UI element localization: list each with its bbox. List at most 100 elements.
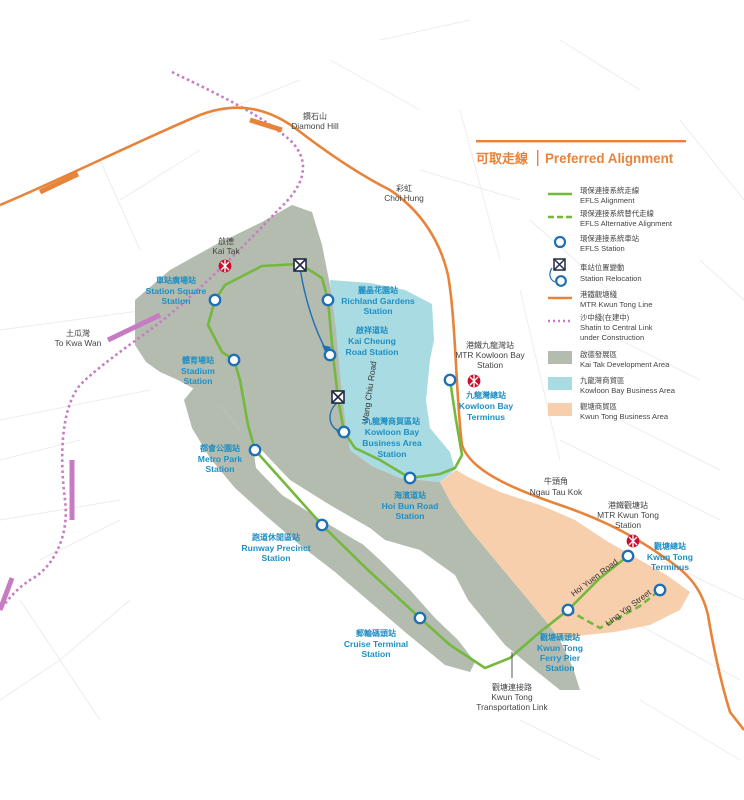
kb-business-label-en1: Kowloon Bay <box>365 427 420 437</box>
legend-item-7-zh: 九龍灣商貿區 <box>580 376 624 385</box>
efls-alternative-alignment <box>567 588 661 630</box>
kt-terminus-label-en1: Kwun Tong <box>647 552 693 562</box>
station-marker-runway <box>315 518 329 532</box>
choi-hung-label-zh: 彩虹 <box>396 183 412 193</box>
kai-cheung-label-en2: Road Station <box>346 347 399 357</box>
hoi-bun-label-en2: Station <box>395 511 424 521</box>
kb-terminus-label-zh: 九龍灣總站 <box>465 390 506 400</box>
legend-swatch-kowloon-bay <box>548 377 572 390</box>
legend-item-7-en: Kowloon Bay Business Area <box>580 386 676 395</box>
stadium-label-zh: 體育場站 <box>182 355 214 365</box>
station-marker-station-square <box>208 293 222 307</box>
kt-ferry-label-en3: Station <box>545 663 574 673</box>
legend-item-8-en: Kwun Tong Business Area <box>580 412 669 421</box>
richland-label-zh: 麗晶花園站 <box>358 285 398 295</box>
station-marker-richland <box>321 293 335 307</box>
mtr-kwun-tong-label-en2: Station <box>615 520 641 530</box>
hoi-bun-label-zh: 海濱道站 <box>394 490 426 500</box>
legend-item-6-en: Kai Tak Development Area <box>580 360 670 369</box>
station-marker-kt-terminus <box>621 549 635 563</box>
kai-tak-development-area <box>135 205 580 690</box>
legend-item-1-zh: 環保連接系統替代走線 <box>580 209 655 218</box>
mtr-kwun-tong-line <box>0 106 744 731</box>
legend-item-3-en: Station Relocation <box>580 274 642 283</box>
legend-item-4-en: MTR Kwun Tong Line <box>580 300 652 309</box>
runway-label-en1: Runway Precinct <box>241 543 310 553</box>
to-kwa-wan-label-zh: 土瓜灣 <box>66 328 90 338</box>
arrow-head-kai-cheung <box>322 345 331 354</box>
mtr-logo-kai-tak <box>218 259 232 273</box>
mtr-kwun-tong-label-zh: 港鐵觀塘站 <box>608 500 648 510</box>
street-grid <box>0 19 744 761</box>
kb-business-label-en3: Station <box>377 449 406 459</box>
kb-terminus-label-en2: Terminus <box>467 412 505 422</box>
station-marker-metro-park <box>248 443 262 457</box>
kt-terminus-label-en2: Terminus <box>651 562 689 572</box>
legend-title-en: Preferred Alignment <box>545 151 674 166</box>
mtr-kwun-tong-line-solid-diamond-hill <box>249 117 283 133</box>
mtr-kwun-tong-line-solid-west <box>38 171 80 195</box>
shatin-central-link-solid-east <box>106 312 162 343</box>
metro-park-label-en2: Station <box>205 464 234 474</box>
diamond-hill-label-zh: 鑽石山 <box>303 111 327 121</box>
transport-link-label-en2: Transportation Link <box>476 702 548 712</box>
legend-swatch-kwun-tong <box>548 403 572 416</box>
mtr-kowloon-bay-label-en2: Station <box>477 360 503 370</box>
kt-terminus-label-zh: 觀塘總站 <box>654 541 686 551</box>
relocated-station-markers <box>293 258 345 404</box>
cruise-label-en2: Station <box>361 649 390 659</box>
legend-item-6-zh: 啟德發展區 <box>580 350 617 359</box>
mtr-logo-kwun-tong <box>626 534 640 548</box>
station-marker-kt-ferry <box>561 603 575 617</box>
runway-inner-gap <box>252 440 395 560</box>
mtr-kowloon-bay-label-zh: 港鐵九龍灣站 <box>466 340 514 350</box>
station-marker-ling-yip <box>653 583 667 597</box>
kb-business-label-en2: Business Area <box>362 438 422 448</box>
station-marker-hoi-bun <box>403 471 417 485</box>
legend-item-3-zh: 車站位置變動 <box>580 263 624 272</box>
station-marker-cruise <box>413 611 427 625</box>
stadium-label-en2: Station <box>183 376 212 386</box>
legend-item-5-en2: under Construction <box>580 333 644 342</box>
cruise-label-zh: 郵輪碼頭站 <box>356 628 396 638</box>
metro-park-label-zh: 都會公園站 <box>199 443 240 453</box>
kwun-tong-business-area <box>440 470 690 640</box>
station-marker-kai-cheung <box>323 348 337 362</box>
kt-ferry-label-en1: Kwun Tong <box>537 643 583 653</box>
station-marker-kb-business <box>337 425 351 439</box>
station-square-label-zh: 車站廣場站 <box>156 275 196 285</box>
runway-label-zh: 跑道休閒區站 <box>252 532 300 542</box>
ngau-tau-kok-label-zh: 牛頭角 <box>544 476 568 486</box>
hoi-bun-label-en1: Hoi Bun Road <box>382 501 439 511</box>
transport-link-label-zh: 觀塘連接路 <box>492 682 532 692</box>
efls-stations <box>208 293 667 625</box>
legend-item-5-en: Shatin to Central Link <box>580 323 653 332</box>
diamond-hill-label-en: Diamond Hill <box>291 121 339 131</box>
choi-hung-label-en: Choi Hung <box>384 193 424 203</box>
station-square-label-en1: Station Square <box>146 286 207 296</box>
stadium-label-en1: Stadium <box>181 366 215 376</box>
richland-label-en2: Station <box>363 306 392 316</box>
to-kwa-wan-label-en: To Kwa Wan <box>55 338 102 348</box>
kowloon-bay-business-area <box>330 280 455 482</box>
kb-business-label-zh: 九龍灣商貿區站 <box>363 416 420 426</box>
legend-item-8-zh: 觀塘商貿區 <box>580 402 617 411</box>
legend-swatch-kai-tak <box>548 351 572 364</box>
legend-title-divider <box>537 150 539 166</box>
legend-swatch-relocation <box>549 258 567 287</box>
mtr-logo-kowloon-bay <box>467 374 481 388</box>
legend-title-rule <box>476 140 686 143</box>
legend-item-2-en: EFLS Station <box>580 244 625 253</box>
kai-tak-label-en: Kai Tak <box>212 246 240 256</box>
richland-label-en1: Richland Gardens <box>341 296 415 306</box>
kai-cheung-label-zh: 啟祥道站 <box>356 325 388 335</box>
cruise-label-en1: Cruise Terminal <box>344 639 408 649</box>
mtr-kowloon-bay-label-en1: MTR Kowloon Bay <box>455 350 525 360</box>
kb-terminus-label-en1: Kowloon Bay <box>459 401 514 411</box>
legend-item-5-zh: 沙中綫(在建中) <box>580 313 629 322</box>
metro-park-label-en1: Metro Park <box>198 454 243 464</box>
legend-item-2-zh: 環保連接系統車站 <box>580 234 640 243</box>
kai-cheung-label-en1: Kai Cheung <box>348 336 396 346</box>
station-square-label-en2: Station <box>161 296 190 306</box>
